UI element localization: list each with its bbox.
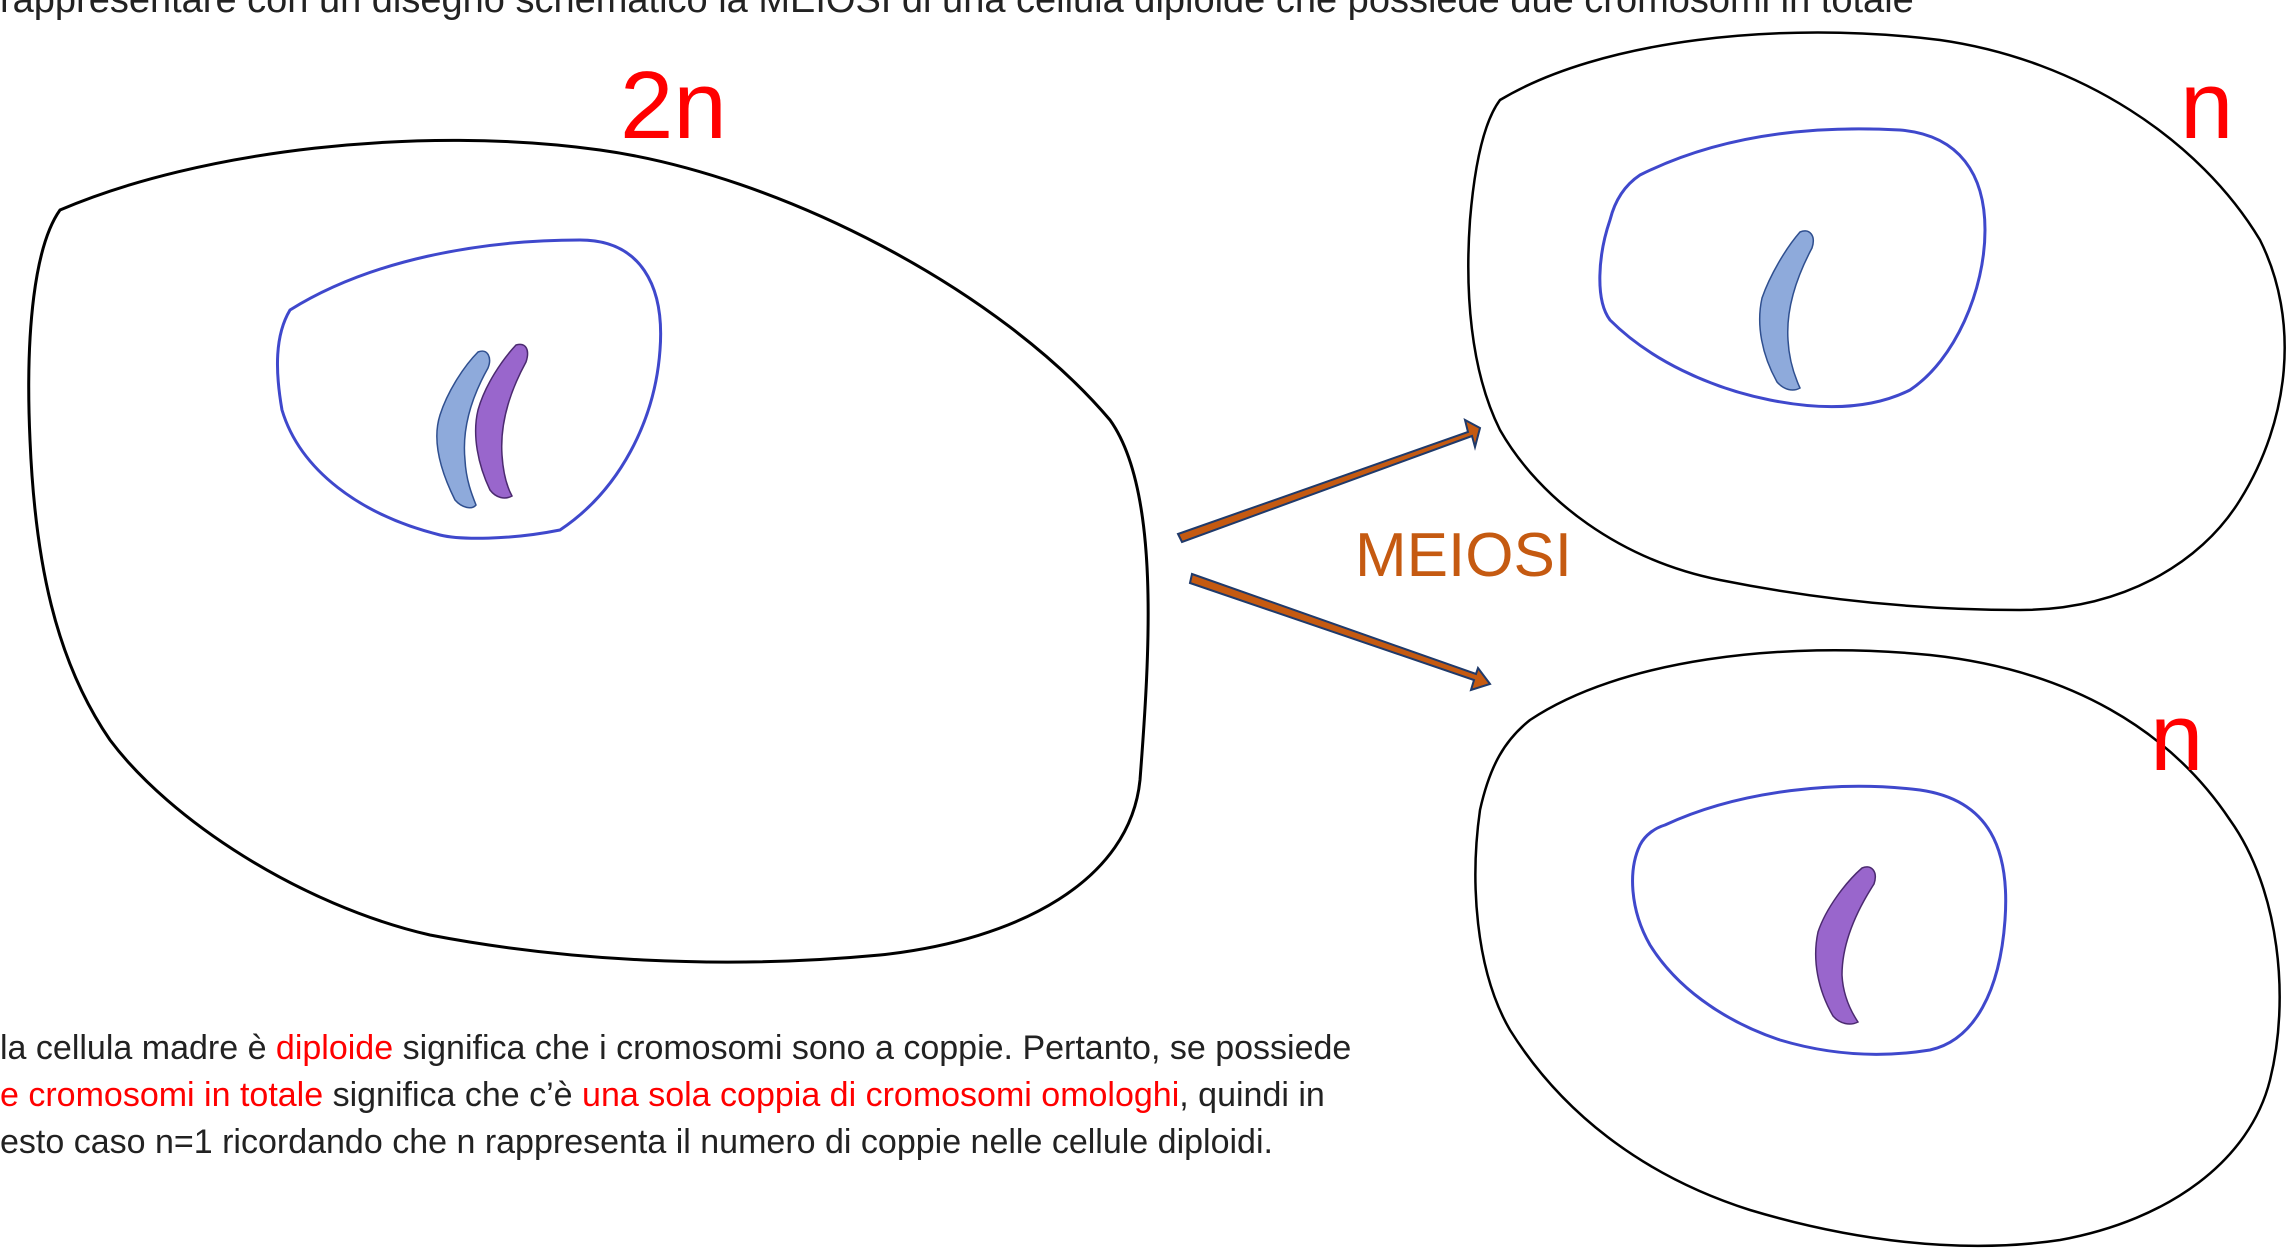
mother-cell-membrane bbox=[27, 138, 1150, 964]
meiosis-label: MEIOSI bbox=[1355, 521, 1573, 590]
mother-ploidy-label: 2n bbox=[620, 52, 727, 159]
caption-text: , quindi in bbox=[1179, 1076, 1325, 1114]
caption-text: la cellula madre è bbox=[0, 1029, 276, 1067]
daughter-cell-1-membrane bbox=[1467, 31, 2286, 612]
highlight-homologous-pair: una sola coppia di cromosomi omologhi bbox=[582, 1076, 1180, 1114]
daughter-cell-1-nucleus bbox=[1598, 127, 1987, 409]
explanation-text: la cellula madre è diploide significa ch… bbox=[0, 1025, 1560, 1166]
caption-text: significa che c’è bbox=[323, 1076, 583, 1114]
exercise-prompt: rappresentare con un disegno schematico … bbox=[0, 0, 1914, 21]
highlight-diploide: diploide bbox=[275, 1029, 394, 1067]
mother-nucleus bbox=[276, 238, 663, 540]
arrow-to-daughter-1 bbox=[1176, 418, 1482, 544]
explanation-line-1: la cellula madre è diploide significa ch… bbox=[0, 1025, 1560, 1072]
caption-text: significa che i cromosomi sono a coppie.… bbox=[393, 1029, 1352, 1067]
explanation-line-2: e cromosomi in totale significa che c’è … bbox=[0, 1072, 1560, 1119]
explanation-line-3: esto caso n=1 ricordando che n rappresen… bbox=[0, 1123, 1273, 1161]
daughter-cell-2-chromosome-purple bbox=[1815, 866, 1876, 1025]
daughter-cell-1-chromosome-blue bbox=[1759, 230, 1814, 391]
mother-chromosome-blue bbox=[436, 350, 491, 509]
highlight-total-chromosomes: e cromosomi in totale bbox=[0, 1076, 324, 1114]
daughter-2-ploidy-label: n bbox=[2150, 684, 2204, 791]
arrow-to-daughter-2 bbox=[1188, 572, 1492, 692]
mother-chromosome-purple bbox=[474, 343, 529, 499]
daughter-cell-2-nucleus bbox=[1631, 784, 2008, 1056]
daughter-cell-2-membrane bbox=[1474, 649, 2281, 1248]
daughter-1-ploidy-label: n bbox=[2180, 52, 2234, 159]
